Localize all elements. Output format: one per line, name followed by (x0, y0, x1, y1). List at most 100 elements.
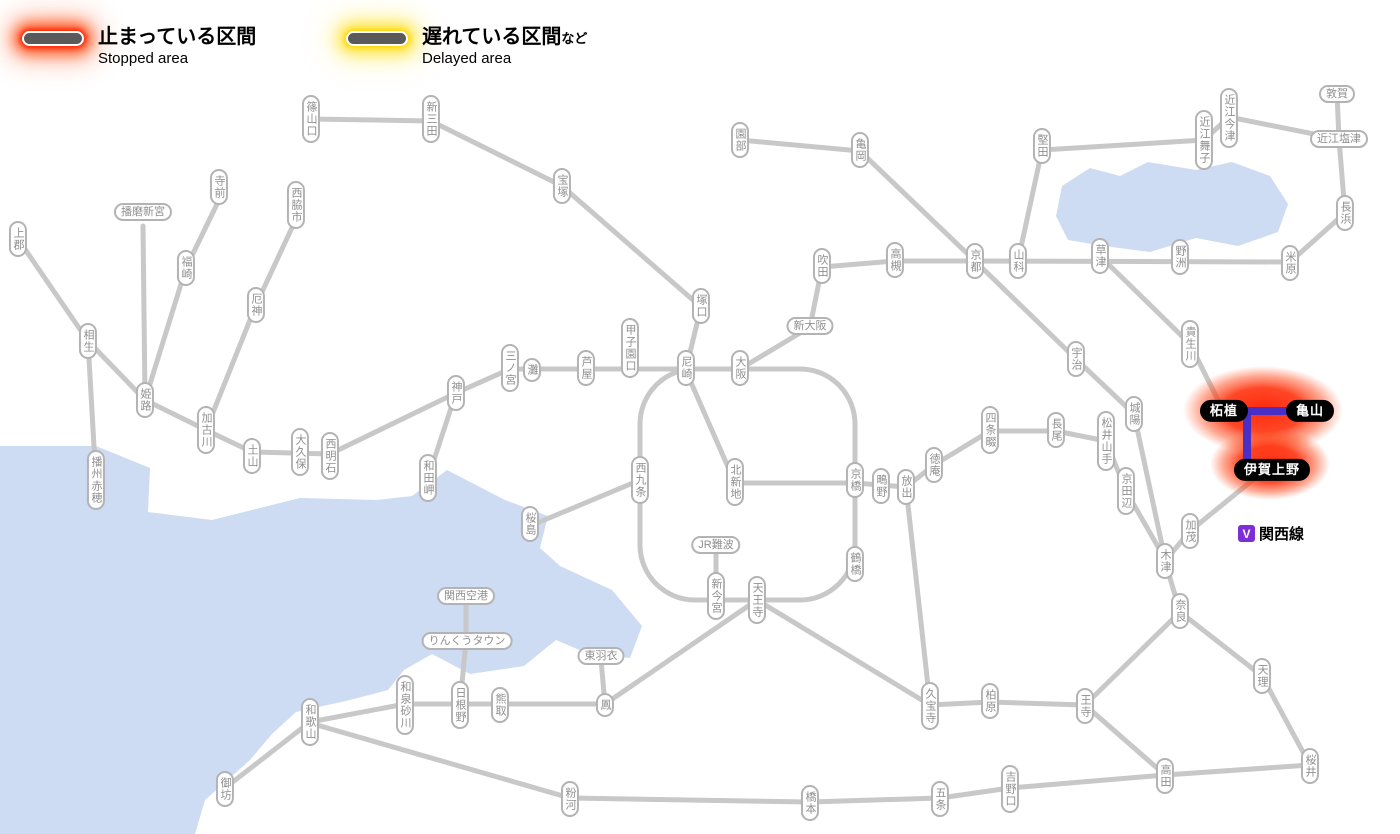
station-teramae: 寺前 (209, 169, 229, 205)
station-izumi-sunagawa: 和泉砂川 (395, 675, 415, 735)
rail-kyoto-line (737, 258, 978, 372)
station-tsukaguchi: 塚口 (691, 288, 711, 324)
station-ashiya: 芦屋 (576, 350, 596, 386)
station-koshienguchi: 甲子園口 (620, 318, 640, 378)
station-sakurai: 桜井 (1300, 748, 1320, 784)
rail-kishin-line (140, 223, 148, 403)
station-hashimoto: 橋本 (800, 785, 820, 821)
station-tennoji: 天王寺 (747, 576, 767, 624)
station-shigino: 鴫野 (871, 468, 891, 504)
station-nishiwakishi: 西脇市 (286, 181, 306, 229)
station-amagasaki: 尼崎 (676, 350, 696, 386)
station-uji: 宇治 (1066, 341, 1086, 377)
kansai-line-status-badge[interactable]: V 関西線 (1238, 523, 1304, 544)
rail-kakogawa-line (203, 216, 299, 433)
station-kakogawa: 加古川 (196, 406, 216, 454)
station-aioi: 相生 (78, 323, 98, 359)
legend-delayed: 遅れている区間など Delayed area (346, 26, 587, 67)
station-kitashinchi: 北新地 (725, 458, 745, 506)
station-jr-namba: JR難波 (691, 535, 741, 555)
station-kameyama: 亀山 (1285, 399, 1335, 423)
station-yakujin: 厄神 (246, 287, 266, 323)
station-nagao: 長尾 (1046, 412, 1066, 448)
station-tsuchiyama: 土山 (242, 438, 262, 474)
station-nishikujo: 西九条 (630, 456, 650, 504)
station-iga-ueno: 伊賀上野 (1233, 458, 1311, 482)
station-kumatori: 熊取 (490, 687, 510, 723)
station-matsuiyamate: 松井山手 (1096, 411, 1116, 471)
station-wadamisaki: 和田岬 (418, 454, 438, 502)
water-layer (0, 162, 1288, 834)
station-otori: 鳳 (595, 693, 615, 717)
station-yamashina: 山科 (1008, 243, 1028, 279)
station-okubo: 大久保 (290, 428, 310, 476)
station-harima-shingu: 播磨新宮 (114, 202, 172, 222)
rail-wakayama-line (307, 702, 1168, 805)
station-nagahama: 長浜 (1335, 195, 1355, 231)
station-shin-imamiya: 新今宮 (706, 572, 726, 620)
station-kyoto: 京都 (965, 243, 985, 279)
station-kyuhoji: 久宝寺 (920, 682, 940, 730)
station-katata: 堅田 (1032, 128, 1052, 164)
rail-yumesaki-line (527, 477, 643, 529)
rail-bantan-line (142, 197, 222, 403)
station-gobo: 御坊 (215, 771, 235, 807)
rail-kinokuni-line (222, 719, 313, 791)
legend-delayed-sublabel: Delayed area (422, 50, 512, 67)
station-yoshinoguchi: 吉野口 (1000, 765, 1020, 813)
station-rinku-town: りんくうタウン (421, 631, 513, 651)
station-kibukawa: 貴生川 (1180, 320, 1200, 368)
rail-yamatoji-line (754, 597, 1183, 708)
station-omi-shiotsu: 近江塩津 (1310, 129, 1368, 149)
osaka-bay-water (0, 446, 642, 834)
rail-osaka-higashi-line (903, 484, 933, 707)
station-sannomiya: 三ノ宮 (500, 344, 520, 392)
station-kyobashi: 京橋 (845, 462, 865, 498)
line-status-icon: V (1238, 525, 1255, 542)
station-nara: 奈良 (1170, 593, 1190, 629)
station-sakurajima: 桜島 (520, 506, 540, 542)
station-kizu: 木津 (1155, 543, 1175, 579)
rail-kansai-line-west (1162, 463, 1273, 615)
station-kameoka: 亀岡 (850, 132, 870, 168)
rail-nara-line (972, 258, 1168, 562)
station-banshu-ako: 播州赤穂 (86, 450, 106, 510)
station-sasayamaguchi: 篠山口 (301, 95, 321, 143)
lake-biwa-water (1056, 162, 1288, 252)
station-nishi-akashi: 西明石 (320, 432, 340, 480)
station-kobe: 神戸 (446, 375, 466, 411)
station-kamigori: 上郡 (8, 221, 28, 257)
stopped-area-swatch (22, 31, 84, 46)
station-tsuruga: 敦賀 (1319, 84, 1355, 104)
legend-delayed-label-suffix: など (561, 31, 588, 46)
station-higashi-hagoromo: 東羽衣 (577, 646, 625, 666)
station-takatsuki: 高槻 (885, 242, 905, 278)
station-shijonawate: 四条畷 (980, 406, 1000, 454)
station-kansai-airport: 関西空港 (437, 586, 495, 606)
station-himeji: 姫路 (135, 382, 155, 418)
station-kashiwara: 柏原 (980, 683, 1000, 719)
station-tokuan: 徳庵 (924, 447, 944, 483)
rail-manyo-mahoroba-line (1162, 609, 1313, 778)
station-suita: 吹田 (812, 248, 832, 284)
legend-delayed-label-main: 遅れている区間 (422, 26, 562, 48)
station-shin-osaka: 新大阪 (786, 316, 834, 336)
legend-delayed-label: 遅れている区間など (422, 26, 587, 48)
station-wakayama: 和歌山 (300, 698, 320, 746)
station-hineno: 日根野 (450, 681, 470, 729)
station-tsuruhashi: 鶴橋 (845, 546, 865, 582)
legend-stopped-sublabel: Stopped area (98, 50, 189, 67)
station-yasu: 野洲 (1170, 239, 1190, 275)
legend-delayed-text: 遅れている区間など Delayed area (422, 26, 587, 67)
station-kyotanabe: 京田辺 (1116, 467, 1136, 515)
station-hanaten: 放出 (896, 469, 916, 505)
station-omi-imazu: 近江今津 (1219, 88, 1239, 148)
station-tenri: 天理 (1252, 658, 1272, 694)
station-nada: 灘 (522, 358, 542, 382)
station-takada: 高田 (1155, 758, 1175, 794)
rail-fukuchiyama-line (308, 116, 704, 372)
station-shin-sanda: 新三田 (421, 95, 441, 143)
station-joyo: 城陽 (1124, 396, 1144, 432)
legend-stopped: 止まっている区間 Stopped area (22, 26, 256, 67)
